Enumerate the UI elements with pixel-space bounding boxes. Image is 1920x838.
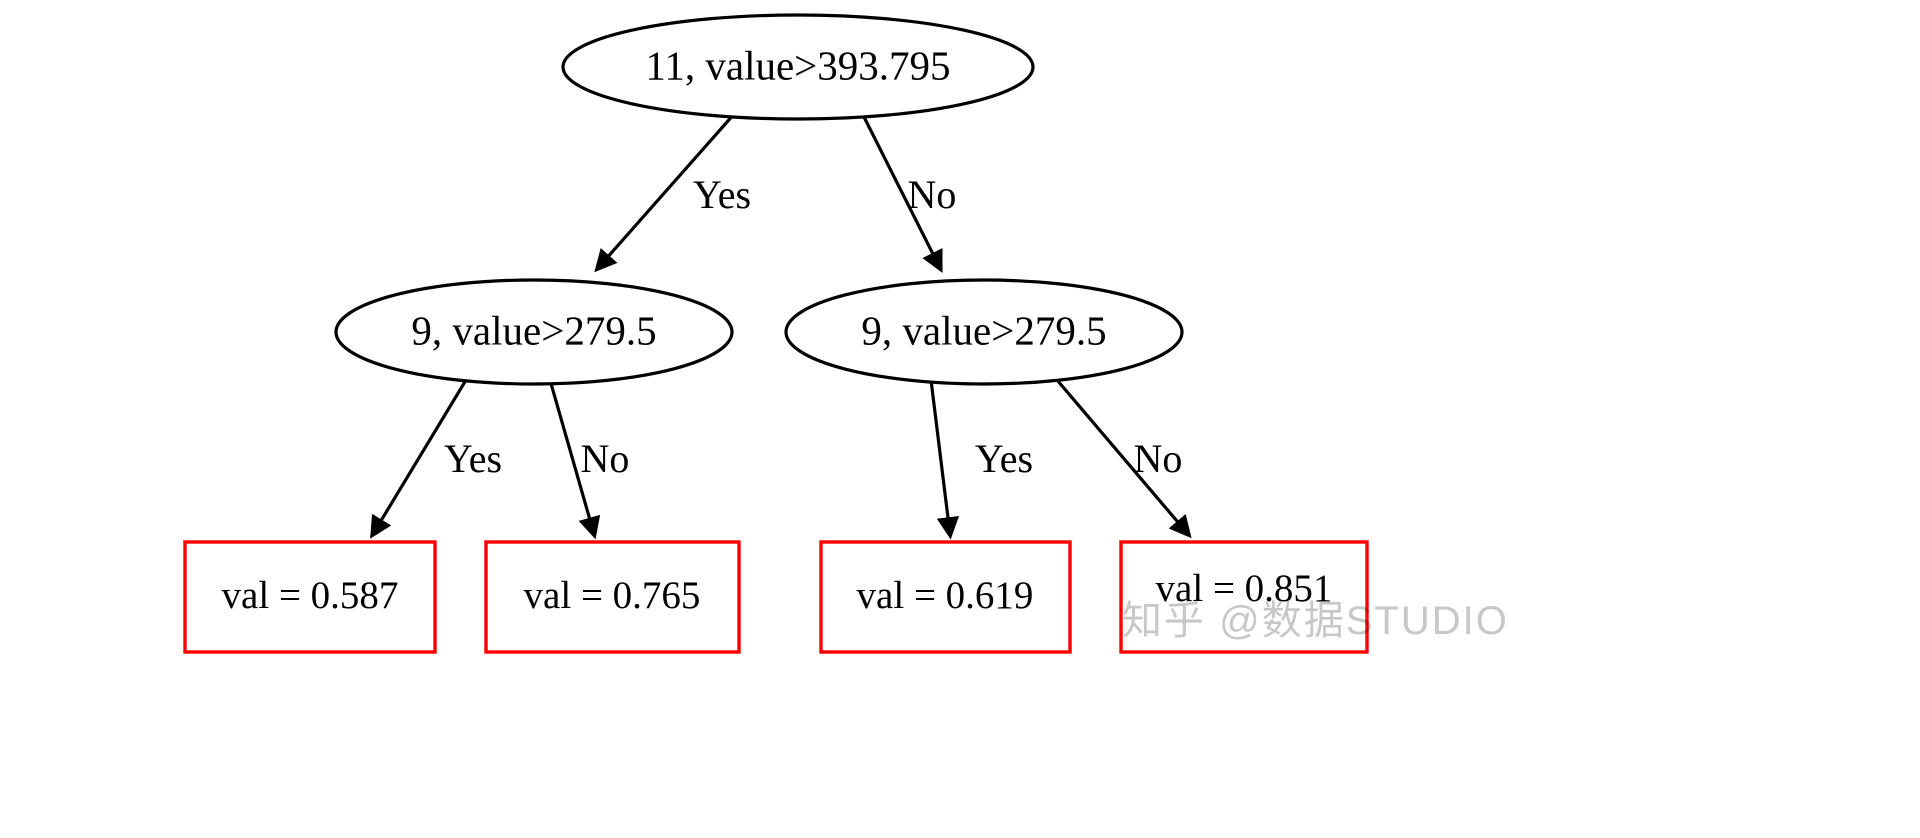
node-right-internal-shape[interactable] — [784, 278, 1184, 386]
edge-label-right-no: No — [1134, 436, 1183, 481]
leaf-node-2[interactable]: val = 0.765 — [484, 540, 741, 654]
edge-line-right-yes — [929, 379, 960, 540]
leaf-node-4-label: val = 0.851 — [1156, 567, 1333, 610]
leaf-node-2-shape[interactable] — [484, 540, 741, 654]
edge-group: Yes No Yes No Yes No — [370, 111, 1192, 540]
edge-left-internal-to-leaf-1: Yes — [370, 379, 502, 539]
leaf-node-4[interactable]: val = 0.851 — [1119, 540, 1369, 654]
node-right-internal-label: 9, value>279.5 — [861, 307, 1106, 353]
edge-left-internal-to-leaf-2: No — [548, 379, 630, 540]
edge-right-internal-to-leaf-4: No — [1055, 378, 1192, 539]
leaf-node-2-label: val = 0.765 — [524, 574, 701, 617]
leaf-node-3[interactable]: val = 0.619 — [819, 540, 1072, 654]
edge-right-internal-to-leaf-3: Yes — [929, 379, 1033, 540]
leaf-node-1-label: val = 0.587 — [222, 574, 399, 617]
node-root-label: 11, value>393.795 — [645, 42, 950, 88]
leaf-node-1-shape[interactable] — [183, 540, 437, 654]
leaf-node-3-shape[interactable] — [819, 540, 1072, 654]
leaf-node-1[interactable]: val = 0.587 — [183, 540, 437, 654]
edge-line-root-no — [860, 112, 943, 274]
edge-label-right-yes: Yes — [975, 436, 1033, 481]
node-right-internal[interactable]: 9, value>279.5 — [784, 278, 1184, 386]
edge-label-root-no: No — [908, 172, 957, 217]
edge-label-root-yes: Yes — [693, 172, 751, 217]
edge-line-root-yes — [594, 111, 737, 273]
node-left-internal[interactable]: 9, value>279.5 — [334, 278, 734, 386]
edge-root-to-right-internal: No — [860, 112, 957, 274]
node-root-shape[interactable] — [561, 13, 1035, 121]
leaf-node-3-label: val = 0.619 — [857, 574, 1034, 617]
edge-label-left-no: No — [581, 436, 630, 481]
edge-label-left-yes: Yes — [444, 436, 502, 481]
leaf-group: val = 0.587 val = 0.765 val = 0.619 val … — [183, 540, 1369, 654]
node-left-internal-label: 9, value>279.5 — [411, 307, 656, 353]
edge-line-right-no — [1055, 378, 1192, 539]
leaf-node-4-shape[interactable] — [1119, 540, 1369, 654]
node-root[interactable]: 11, value>393.795 — [561, 13, 1035, 121]
node-group: 11, value>393.795 9, value>279.5 9, valu… — [334, 13, 1184, 386]
edge-line-left-yes — [370, 379, 468, 539]
edge-root-to-left-internal: Yes — [594, 111, 751, 273]
edge-line-left-no — [548, 379, 601, 540]
node-left-internal-shape[interactable] — [334, 278, 734, 386]
